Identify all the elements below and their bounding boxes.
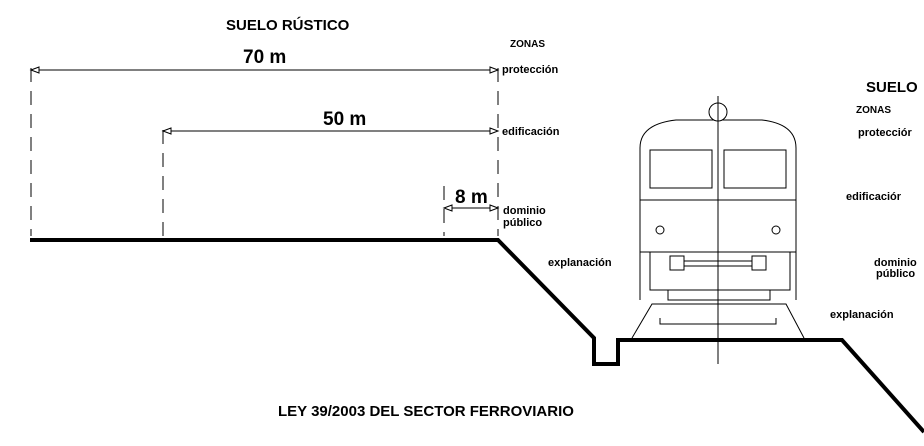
zone-edificacion-left: edificación bbox=[502, 126, 560, 138]
title-suelo-rustico: SUELO RÚSTICO bbox=[226, 17, 350, 34]
dimension-70m-label: 70 m bbox=[243, 47, 287, 68]
zone-dominio-left-1: dominio bbox=[503, 205, 546, 217]
zone-explanacion-right: explanación bbox=[830, 309, 894, 321]
zones-heading-left: ZONAS bbox=[510, 39, 545, 50]
zone-proteccion-left: protección bbox=[502, 64, 559, 76]
zone-dominio-right-2: público bbox=[876, 268, 916, 280]
zone-proteccion-right: protecciór bbox=[858, 127, 912, 139]
dimension-50m-label: 50 m bbox=[323, 109, 367, 130]
zone-dominio-left-2: público bbox=[503, 217, 543, 229]
zone-dominio-right-1: dominio bbox=[874, 257, 917, 269]
zone-limit-lines bbox=[30, 68, 499, 236]
zones-heading-right: ZONAS bbox=[856, 105, 891, 116]
train-front-drawing bbox=[631, 96, 805, 364]
dimension-lines bbox=[29, 66, 500, 212]
title-suelo-right: SUELO bbox=[866, 79, 918, 96]
footer-law-title: LEY 39/2003 DEL SECTOR FERROVIARIO bbox=[278, 403, 574, 420]
zone-explanacion-left: explanación bbox=[548, 257, 612, 269]
dimension-8m-label: 8 m bbox=[455, 187, 488, 208]
zone-edificacion-right: edificaciór bbox=[846, 191, 902, 203]
